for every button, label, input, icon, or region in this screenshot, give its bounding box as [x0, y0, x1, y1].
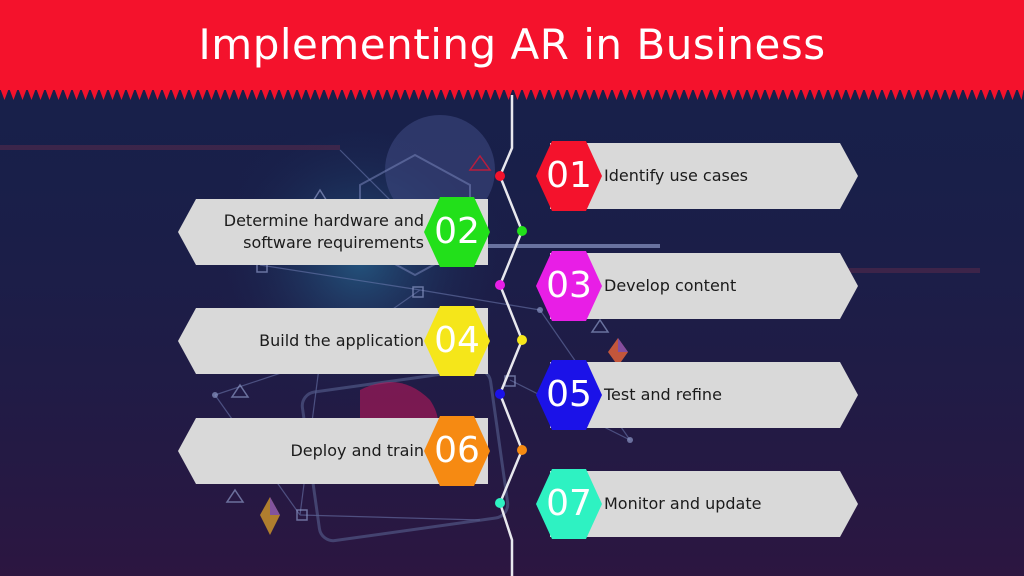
- step-card: [550, 253, 860, 319]
- step-number-hexagon: 07: [536, 469, 602, 539]
- step-card: [178, 308, 488, 374]
- step-label: Develop content: [604, 276, 737, 295]
- step-card: [178, 199, 488, 265]
- step-card: [550, 471, 860, 537]
- step-06: 06 Deploy and train: [178, 416, 490, 486]
- step-label: Identify use cases: [604, 166, 749, 185]
- step-label: Determine hardware and software requirem…: [223, 211, 424, 252]
- timeline-dot-02: [517, 226, 527, 236]
- step-number-hexagon: 05: [536, 360, 602, 430]
- step-04: 04 Build the application: [178, 306, 490, 376]
- step-03: 03 Develop content: [536, 251, 860, 321]
- step-number-hexagon: 03: [536, 251, 602, 321]
- step-number: 06: [434, 430, 480, 471]
- step-05: 05 Test and refine: [536, 360, 860, 430]
- timeline-dot-06: [517, 445, 527, 455]
- step-01: 01 Identify use cases: [536, 141, 860, 211]
- step-number: 03: [546, 265, 592, 306]
- step-label: Test and refine: [604, 385, 722, 404]
- step-number-hexagon: 01: [536, 141, 602, 211]
- step-number-hexagon: 02: [424, 197, 490, 267]
- step-07: 07 Monitor and update: [536, 469, 860, 539]
- timeline-dot-01: [495, 171, 505, 181]
- timeline-dot-07: [495, 498, 505, 508]
- hex-outline: [359, 153, 471, 277]
- header-zigzag-edge: [0, 88, 1024, 100]
- step-card: [550, 143, 860, 209]
- step-label: Deploy and train: [290, 441, 424, 460]
- timeline-dot-04: [517, 335, 527, 345]
- step-number: 07: [546, 483, 592, 524]
- step-number-hexagon: 04: [424, 306, 490, 376]
- step-card: [178, 418, 488, 484]
- step-label: Build the application: [259, 331, 424, 350]
- step-number: 01: [546, 155, 592, 196]
- step-number: 04: [434, 320, 480, 361]
- page-title: Implementing AR in Business: [198, 20, 826, 69]
- step-number-hexagon: 06: [424, 416, 490, 486]
- step-number: 02: [434, 211, 480, 252]
- step-02: 02 Determine hardware and software requi…: [178, 197, 490, 267]
- zigzag-teeth: [0, 88, 1024, 100]
- timeline-dot-05: [495, 389, 505, 399]
- timeline-dot-03: [495, 280, 505, 290]
- step-card: [550, 362, 860, 428]
- header-banner: [0, 0, 1024, 90]
- step-label: Monitor and update: [604, 494, 762, 513]
- step-number: 05: [546, 374, 592, 415]
